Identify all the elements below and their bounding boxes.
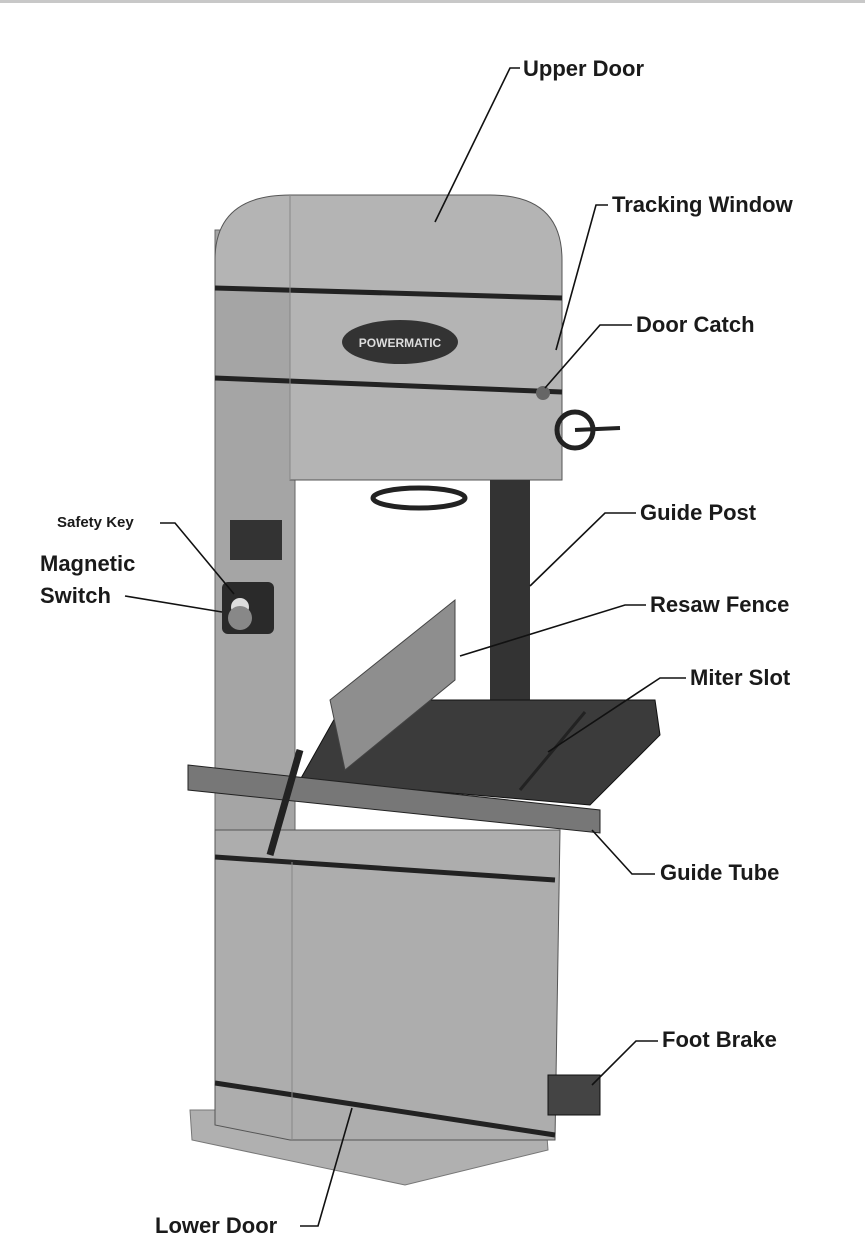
guide-post bbox=[490, 480, 530, 700]
label-tracking-window: Tracking Window bbox=[612, 192, 793, 217]
lower-wheel-housing bbox=[214, 829, 561, 1141]
logo-text: POWERMATIC bbox=[359, 336, 442, 350]
top-divider bbox=[0, 0, 865, 3]
warning-label bbox=[230, 520, 282, 560]
label-magnetic-switch-line2: Switch bbox=[40, 583, 111, 608]
label-miter-slot: Miter Slot bbox=[690, 665, 791, 690]
label-foot-brake: Foot Brake bbox=[662, 1027, 777, 1052]
label-guide-tube: Guide Tube bbox=[660, 860, 780, 885]
label-guide-post: Guide Post bbox=[640, 500, 757, 525]
powermatic-logo bbox=[342, 320, 458, 364]
label-magnetic-switch-line1: Magnetic bbox=[40, 551, 136, 576]
label-door-catch: Door Catch bbox=[636, 312, 755, 337]
tension-handwheel bbox=[370, 485, 468, 511]
label-lower-door: Lower Door bbox=[155, 1213, 278, 1238]
label-resaw-fence: Resaw Fence bbox=[650, 592, 790, 617]
label-upper-door: Upper Door bbox=[523, 56, 644, 81]
label-safety-key: Safety Key bbox=[57, 514, 134, 531]
resaw-fence bbox=[329, 598, 456, 771]
foot-brake bbox=[547, 1074, 601, 1116]
leader-lines bbox=[124, 67, 686, 1227]
